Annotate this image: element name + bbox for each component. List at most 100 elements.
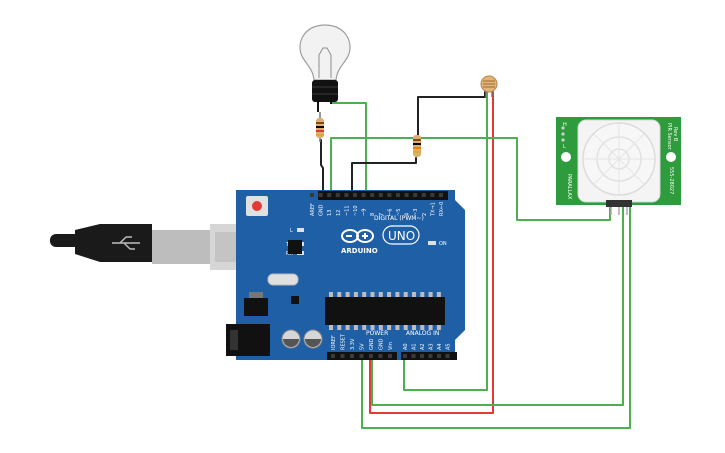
pin-label: ~10 bbox=[353, 205, 359, 216]
pin-hole[interactable] bbox=[340, 354, 345, 358]
chip-pin bbox=[395, 292, 400, 297]
pin-label: RX←0 bbox=[439, 202, 445, 216]
chip-pin bbox=[412, 325, 416, 330]
pin-hole[interactable] bbox=[387, 193, 392, 197]
pin-label: A0 bbox=[403, 343, 409, 350]
pin-hole[interactable] bbox=[353, 193, 357, 197]
pin-hole[interactable] bbox=[344, 193, 349, 197]
pin-label: IOREF bbox=[331, 335, 337, 350]
pir-sensor[interactable]: H L PARALLAX PIR Sensor Rev B 555-28027 bbox=[556, 117, 681, 215]
pin-label: A2 bbox=[420, 343, 426, 350]
pin-hole[interactable] bbox=[310, 193, 314, 197]
pir-revision: Rev B bbox=[672, 127, 678, 142]
pin-hole[interactable] bbox=[378, 354, 383, 358]
pin-hole[interactable] bbox=[318, 193, 323, 197]
pir-brand: PARALLAX bbox=[566, 174, 572, 200]
pin-hole[interactable] bbox=[421, 193, 426, 197]
pin-hole[interactable] bbox=[439, 193, 443, 197]
wire-pir-power[interactable] bbox=[371, 204, 624, 406]
pin-hole[interactable] bbox=[361, 193, 366, 197]
wire-5v-red[interactable] bbox=[369, 91, 494, 414]
pin-hole[interactable] bbox=[359, 354, 364, 358]
chip-pin bbox=[362, 325, 367, 330]
chip-pin bbox=[395, 325, 400, 330]
pin-label: ~6 bbox=[387, 209, 393, 216]
pin-hole[interactable] bbox=[437, 354, 441, 358]
pin-label: 8 bbox=[370, 213, 376, 216]
chip-pin bbox=[337, 292, 342, 297]
pin-hole[interactable] bbox=[403, 354, 407, 358]
pin-label: A5 bbox=[446, 343, 452, 350]
pin-hole[interactable] bbox=[420, 354, 424, 358]
chip-pin bbox=[362, 292, 367, 297]
pin-hole[interactable] bbox=[369, 354, 373, 358]
pin-label: 4 bbox=[405, 213, 411, 216]
pin-label: 5V bbox=[360, 343, 366, 350]
digital-header-label: DIGITAL (PWM~) bbox=[374, 215, 424, 222]
chip-pin bbox=[387, 325, 392, 330]
chip-pin bbox=[403, 325, 408, 330]
pin-hole[interactable] bbox=[404, 193, 409, 197]
arduino-logo-icon bbox=[341, 229, 374, 243]
pin-label: ~3 bbox=[413, 209, 419, 216]
wire-bulb-to-pin8[interactable] bbox=[330, 102, 371, 200]
wire-pir-ground[interactable] bbox=[361, 204, 631, 429]
arduino-logo-text: ARDUINO bbox=[341, 247, 378, 255]
pin-hole[interactable] bbox=[350, 354, 354, 358]
wire-ldr-to-a0[interactable] bbox=[403, 91, 488, 391]
chip-pin bbox=[436, 325, 441, 330]
pin-label: TX→1 bbox=[430, 202, 436, 217]
pin-hole[interactable] bbox=[370, 193, 375, 197]
chip-pin bbox=[329, 325, 333, 330]
pin-label: RESET bbox=[341, 333, 347, 350]
light-bulb[interactable] bbox=[299, 24, 351, 112]
chip-pin bbox=[403, 292, 408, 297]
resistor-bulb[interactable] bbox=[316, 112, 324, 142]
pir-title: PIR Sensor bbox=[666, 123, 672, 151]
photoresistor[interactable] bbox=[480, 75, 498, 97]
pin-label: GND bbox=[319, 204, 325, 216]
pin-hole[interactable] bbox=[411, 354, 416, 358]
chip-pin bbox=[353, 325, 358, 330]
pin-label: AREF bbox=[310, 203, 316, 216]
chip-pin bbox=[412, 292, 416, 297]
pin-label: 7 bbox=[379, 213, 385, 216]
pin-label: GND bbox=[369, 338, 375, 350]
usb-icon bbox=[112, 236, 140, 250]
wire-ldr-to-resistor[interactable] bbox=[417, 91, 486, 136]
chip-pin bbox=[329, 292, 333, 297]
wire-resistor-to-pin10[interactable] bbox=[351, 157, 417, 200]
pin-hole[interactable] bbox=[331, 354, 335, 358]
analog-label: ANALOG IN bbox=[406, 330, 439, 337]
bulb-filament bbox=[318, 47, 332, 78]
pin-hole[interactable] bbox=[396, 193, 400, 197]
pin-hole[interactable] bbox=[388, 354, 392, 358]
wires bbox=[320, 91, 631, 429]
pin-label: 3.3V bbox=[350, 338, 356, 350]
pin-label: A3 bbox=[429, 343, 435, 350]
pin-hole[interactable] bbox=[335, 193, 340, 197]
wire-pir-signal[interactable] bbox=[330, 137, 611, 221]
chip-pin bbox=[370, 292, 375, 297]
pin-hole[interactable] bbox=[430, 193, 435, 197]
chip-pin bbox=[353, 292, 358, 297]
pin-label: A1 bbox=[412, 343, 418, 350]
chip-pin bbox=[378, 292, 383, 297]
chip-pin bbox=[337, 325, 342, 330]
pin-label: 2 bbox=[422, 213, 428, 216]
power-label: POWER bbox=[366, 330, 388, 337]
chip-pin bbox=[370, 325, 375, 330]
pin-hole[interactable] bbox=[428, 354, 433, 358]
pin-hole[interactable] bbox=[378, 193, 383, 197]
chip-pin bbox=[428, 325, 433, 330]
digital-header bbox=[318, 191, 448, 200]
pin-hole[interactable] bbox=[327, 193, 332, 197]
pin-hole[interactable] bbox=[445, 354, 450, 358]
pin-hole[interactable] bbox=[413, 193, 418, 197]
pir-jumper-h: H bbox=[563, 122, 567, 128]
pin-label: Vin bbox=[388, 342, 394, 350]
resistor-ldr[interactable] bbox=[413, 135, 421, 157]
wire-resistor-to-gnd[interactable] bbox=[320, 139, 324, 200]
